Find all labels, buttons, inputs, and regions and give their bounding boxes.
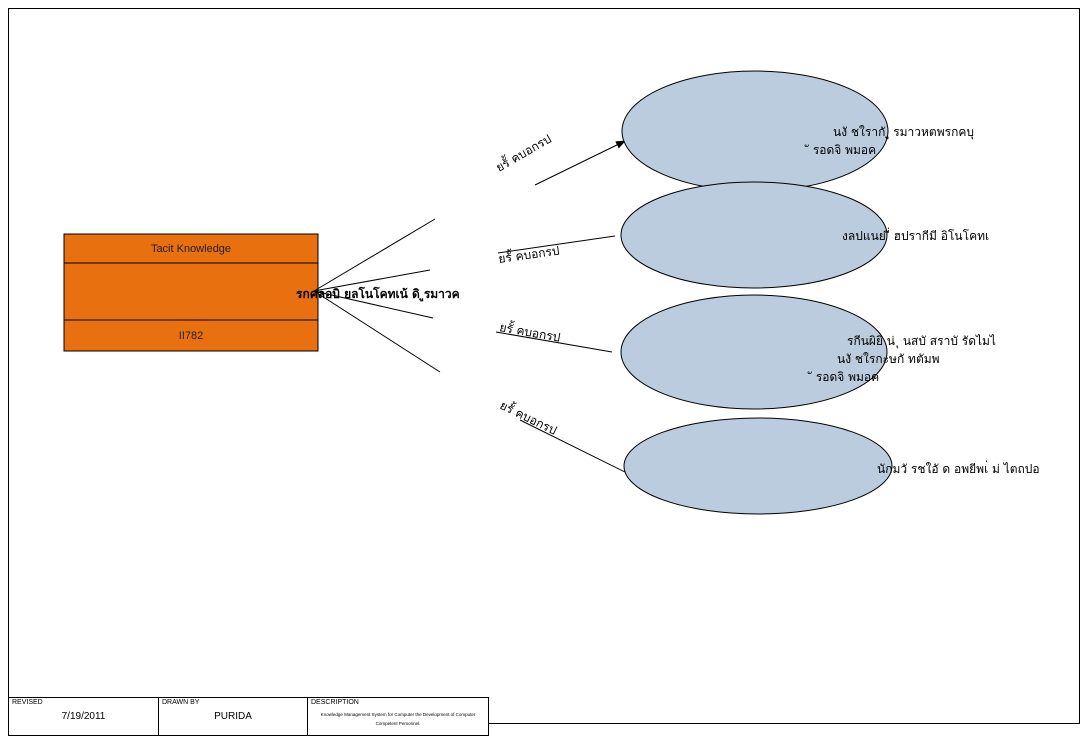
connector-label-4: ยรั้ คบอกรป [498, 396, 560, 437]
connector-lines [313, 140, 638, 479]
use-case-2: งลปแนย่ ี่ ฮปรากีมี อิโนโคทเ [620, 181, 989, 289]
connector-line-1b [534, 140, 626, 186]
description-value: Knowledge Management System for Computer… [320, 712, 476, 726]
description-cell: DESCRIPTION Knowledge Management System … [308, 698, 488, 735]
use-case-3-line-2: นงั ชใรกะษกั ทตัมพ [837, 352, 940, 366]
use-case-1-line-1: นงั ชใรากั ู รมาวหตพรกคบุ [833, 125, 974, 140]
use-case-3-line-1: รกีนผิยิ น่ ุ นสบั สราบั รัดไมไ [847, 334, 996, 349]
connector-line-1 [313, 218, 436, 292]
actor-box: Tacit Knowledge II782 [63, 233, 319, 352]
use-case-3-line-3: ั รอดจิ พมอค [807, 370, 879, 384]
connector-line-3b [495, 331, 613, 353]
page-frame [8, 8, 1080, 724]
use-case-3: รกีนผิยิ น่ ุ นสบั สราบั รัดไมไ นงั ชใรก… [620, 294, 996, 410]
actor-code: II782 [179, 330, 203, 342]
use-case-4-line-1: นักมวั รชใอั ด อพยีพเ่ ม่ ไตถปอ [877, 460, 1040, 476]
use-case-1-line-2: ั รอดจิ พมอค [804, 143, 876, 157]
connector-label-3: ยรั้ คบอกรป [498, 318, 561, 344]
actor-title: Tacit Knowledge [151, 243, 231, 255]
use-case-2-line-1: งลปแนย่ ี่ ฮปรากีมี อิโนโคทเ [842, 227, 989, 243]
title-block: REVISED 7/19/2011 DRAWN BY PURIDA DESCRI… [8, 697, 489, 736]
connector-line-4b [519, 419, 638, 479]
connector-label-1: ยรั้ คบอกรป [493, 130, 554, 175]
connector-line-3 [313, 290, 434, 319]
actor-method: รกคลอบิ ยลโนโคทเน้ ดิ ูรมาวค [296, 286, 460, 302]
use-case-1: นงั ชใรากั ู รมาวหตพรกคบุ ั รอดจิ พมอค [621, 70, 974, 192]
revised-value: 7/19/2011 [61, 711, 106, 722]
connector-line-2b [497, 235, 616, 254]
connector-label-2: ยรั้ คบอกรป [497, 242, 560, 266]
revised-cell: REVISED 7/19/2011 [9, 698, 159, 735]
connector-line-2 [313, 269, 431, 292]
drawn-by-label: DRAWN BY [162, 699, 200, 706]
connector-line-4 [313, 290, 441, 373]
drawn-by-value: PURIDA [214, 711, 252, 722]
use-case-4: นักมวั รชใอั ด อพยีพเ่ ม่ ไตถปอ [623, 417, 1040, 515]
revised-label: REVISED [12, 699, 43, 706]
description-label: DESCRIPTION [311, 699, 359, 706]
drawn-by-cell: DRAWN BY PURIDA [159, 698, 308, 735]
